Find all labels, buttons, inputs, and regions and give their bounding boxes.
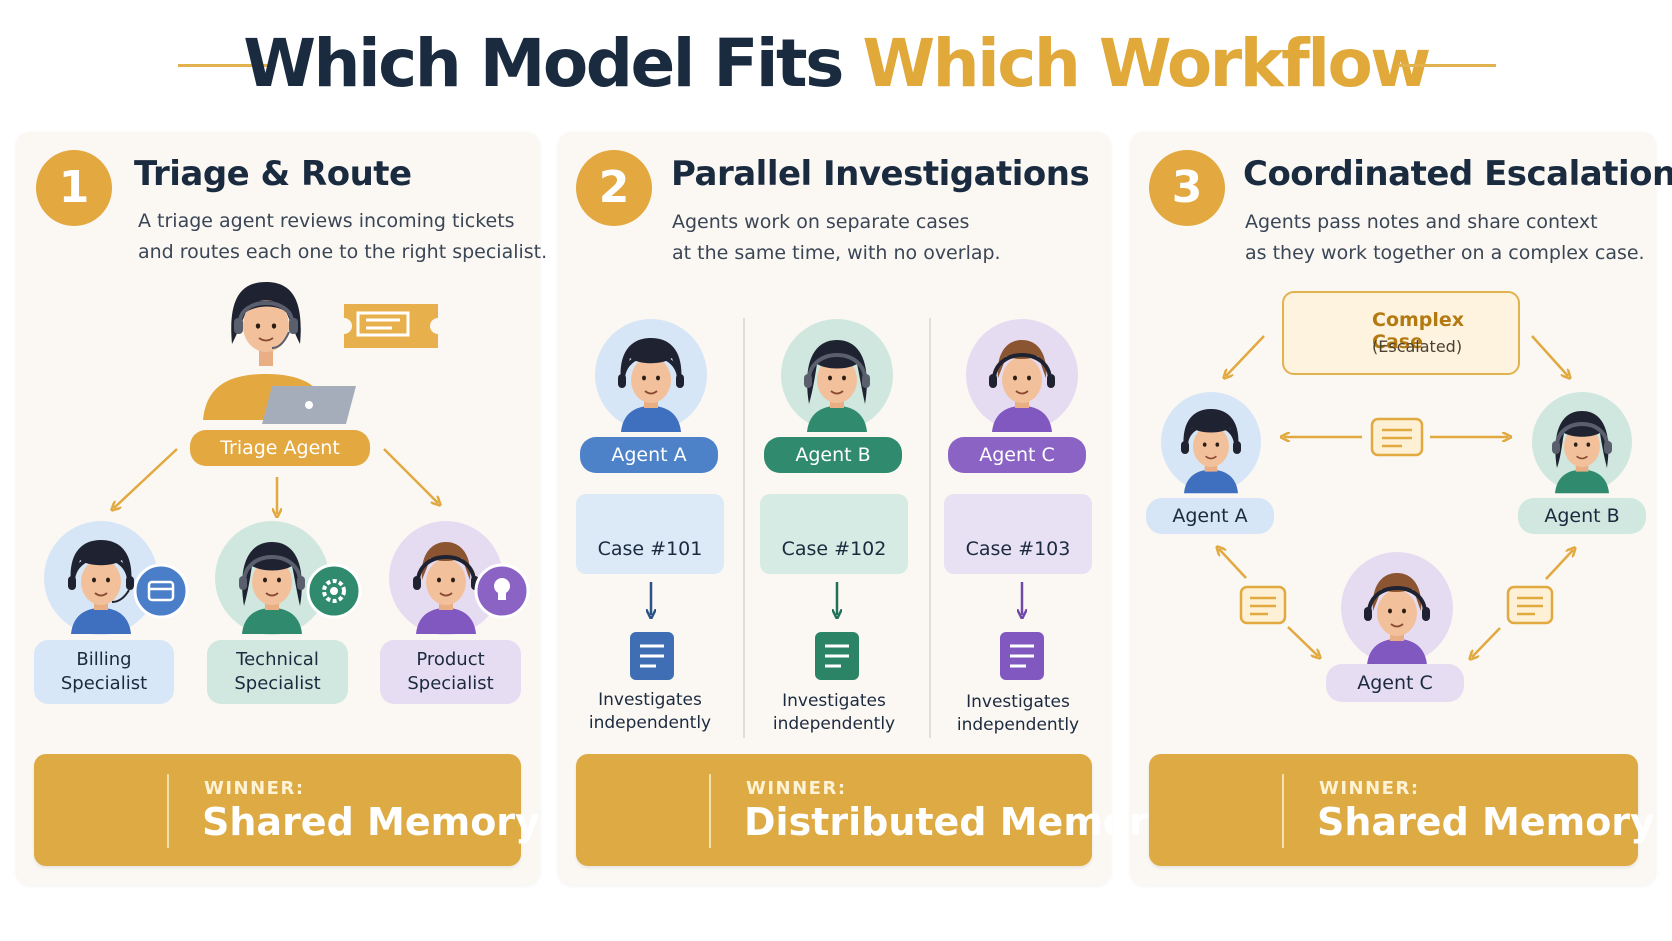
banner-divider [709,774,711,848]
specialist-label-line: Specialist [60,673,148,694]
agent-b-avatar [1532,392,1632,495]
step-number-badge: 1 [36,150,112,226]
case-label: Case #102 [781,538,887,560]
panel-description: Agents pass notes and share context as t… [1245,207,1645,269]
caption-line: independently [956,715,1080,735]
product-specialist-label: Product Specialist [380,640,521,704]
agent-c-avatar [1341,552,1453,666]
step-number-badge: 3 [1149,150,1225,226]
card-icon [133,563,189,619]
flow-arrow [1226,335,1265,376]
investigation-caption: Investigates independently [944,691,1092,737]
description-line: Agents work on separate cases [672,211,970,233]
specialist-label-line: Technical [236,649,319,670]
description-line: at the same time, with no overlap. [672,242,1001,264]
flow-arrow [1531,335,1568,376]
caption-line: Investigates [782,691,886,711]
agent-b-label: Agent B [1518,498,1646,534]
title-area: Which Model Fits Which Workflow [0,20,1672,110]
winner-label: WINNER: [204,778,305,799]
panel-description: A triage agent reviews incoming tickets … [138,206,547,268]
route-arrow-product [383,448,438,503]
case-card: Case #103 [944,494,1092,574]
case-label: Case #103 [965,538,1071,560]
winner-banner: WINNER: Shared Memory [1149,754,1655,866]
caption-line: independently [588,713,712,733]
specialist-label-line: Specialist [407,673,494,694]
winner-value: Distributed Memory [744,800,1173,844]
case-label: Case #101 [597,538,703,560]
agent-c-label: Agent C [1326,664,1464,702]
complex-case-card: Complex Case (Escalated) [1282,291,1520,375]
document-icon [815,632,859,680]
panel-description: Agents work on separate cases at the sam… [672,207,1001,269]
winner-value: Shared Memory [202,800,540,844]
specialist-label-line: Specialist [234,673,321,694]
title-part-dark: Which Model Fits [243,25,844,102]
flow-arrow [1545,550,1573,580]
winner-label: WINNER: [746,778,847,799]
billing-specialist-label: Billing Specialist [34,640,174,704]
product-specialist-avatar [389,521,503,635]
title-part-gold: Which Workflow [862,25,1431,102]
flow-arrow [1287,626,1318,656]
agent-b-avatar [781,319,893,433]
agent-c-label: Agent C [948,437,1086,473]
gear-icon [306,563,362,619]
banner-divider [1282,774,1284,848]
billing-specialist-avatar [44,521,158,635]
caption-line: Investigates [966,692,1070,712]
banner-divider [167,774,169,848]
specialist-label-line: Product [416,649,485,670]
triage-agent-label: Triage Agent [190,430,370,466]
flow-arrow [1472,627,1501,657]
agent-a-avatar [1161,392,1261,495]
winner-banner: WINNER: Distributed Memory [576,754,1173,866]
agent-a-label: Agent A [580,437,718,473]
triage-agent-avatar [203,282,356,424]
step-number-badge: 2 [576,150,652,226]
ticket-icon [344,304,438,348]
technical-specialist-avatar [215,521,329,635]
description-line: and routes each one to the right special… [138,241,548,263]
title-rule-right [1398,64,1496,67]
page-title: Which Model Fits Which Workflow [0,28,1672,100]
winner-label: WINNER: [1319,778,1420,799]
winner-banner: WINNER: Shared Memory [34,754,540,866]
note-icon [1370,417,1424,457]
technical-specialist-label: Technical Specialist [207,640,348,704]
route-arrow-billing [114,448,178,508]
agent-a-avatar [595,319,707,433]
title-rule-left [178,64,276,67]
note-icon [1239,585,1287,625]
document-icon [630,632,674,680]
note-icon [1506,585,1554,625]
description-line: Agents pass notes and share context [1245,211,1598,233]
specialist-label-line: Billing [76,649,132,670]
complex-case-title: Complex Case [1372,309,1465,353]
panel-title: Coordinated Escalation [1243,154,1672,194]
complex-case-subtitle: (Escalated) [1372,337,1463,356]
agent-b-label: Agent B [764,437,902,473]
panel-title: Triage & Route [134,154,412,194]
caption-line: Investigates [598,690,702,710]
flow-arrow [1219,549,1247,579]
lightbulb-icon [474,563,530,619]
panel-title: Parallel Investigations [671,154,1090,194]
case-card: Case #102 [760,494,908,574]
description-line: as they work together on a complex case. [1245,242,1645,264]
winner-value: Shared Memory [1317,800,1655,844]
caption-line: independently [772,714,896,734]
investigation-caption: Investigates independently [760,690,908,736]
description-line: A triage agent reviews incoming tickets [138,210,515,232]
agent-c-avatar [966,319,1078,433]
investigation-caption: Investigates independently [576,689,724,735]
agent-a-label: Agent A [1146,498,1274,534]
case-card: Case #101 [576,494,724,574]
document-icon [1000,632,1044,680]
